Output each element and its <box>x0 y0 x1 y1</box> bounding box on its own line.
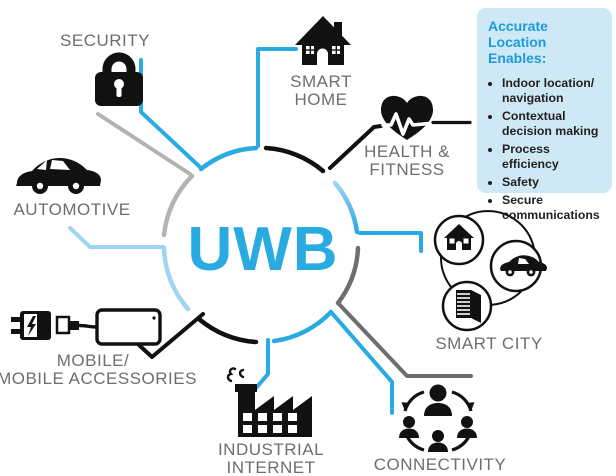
smart-home-connector-line <box>256 47 298 148</box>
security-connector-line <box>139 58 202 169</box>
mobile-connector-line <box>137 312 205 359</box>
arc-top-left-blue <box>198 145 259 172</box>
car-icon <box>16 158 101 194</box>
info-box-title-line1: Accurate Location <box>488 18 548 50</box>
automotive-connector-line <box>68 226 165 249</box>
smart-home-label-1: SMART <box>290 72 352 91</box>
charger-phone-icon <box>11 308 162 346</box>
info-bullet: Safety <box>502 175 606 190</box>
arc-bottom-right-blue <box>271 309 334 344</box>
info-bullet: Contextual decision making <box>502 109 606 139</box>
info-bullet: Indoor location/ navigation <box>502 76 606 106</box>
info-box-title-line2: Enables: <box>488 49 547 66</box>
lock-icon <box>95 52 143 106</box>
house-icon <box>295 16 351 65</box>
automotive-label: AUTOMOTIVE <box>13 200 130 219</box>
decor-gray-line-left <box>96 112 192 176</box>
info-bullet: Process efficiency <box>502 142 606 172</box>
arc-top-black <box>263 145 326 174</box>
connectivity-label: CONNECTIVITY <box>374 455 507 474</box>
info-bullet: Secure communications <box>502 193 606 223</box>
industrial-label-2: INTERNET <box>227 458 316 476</box>
health-fitness-label-2: FITNESS <box>369 160 444 179</box>
heart-pulse-icon <box>381 95 472 140</box>
spoke-lines <box>68 47 473 415</box>
smart-city-connector-line <box>358 231 423 253</box>
health-fitness-label-1: HEALTH & <box>364 142 450 161</box>
mobile-label-2: MOBILE ACCESSORIES <box>0 369 197 388</box>
smart-city-icon <box>433 210 547 332</box>
health-connector-line <box>328 124 383 170</box>
info-box-title: Accurate Location Enables: <box>488 18 606 67</box>
security-label: SECURITY <box>60 31 150 50</box>
industrial-label-1: INDUSTRIAL <box>218 440 324 459</box>
uwb-circle-arcs <box>161 145 361 345</box>
people-network-icon <box>399 384 477 452</box>
factory-icon <box>226 367 312 437</box>
arc-right-darkgray <box>335 245 361 306</box>
arc-left-lightblue <box>161 245 191 312</box>
smart-city-label: SMART CITY <box>435 334 542 353</box>
uwb-center-label: UWB <box>187 215 338 284</box>
arc-left-lightgray <box>161 173 195 238</box>
arc-top-right-gradient <box>332 180 360 235</box>
connectivity-gray-line <box>336 301 473 378</box>
info-bullet-list: Indoor location/ navigation Contextual d… <box>488 76 606 223</box>
connectivity-blue-line <box>329 310 394 415</box>
mobile-label-1: MOBILE/ <box>57 351 129 370</box>
accurate-location-info-box: Accurate Location Enables: Indoor locati… <box>477 8 612 222</box>
smart-home-label-2: HOME <box>295 90 348 109</box>
arc-bottom-left-black <box>196 316 259 345</box>
industrial-connector-line <box>254 338 270 390</box>
